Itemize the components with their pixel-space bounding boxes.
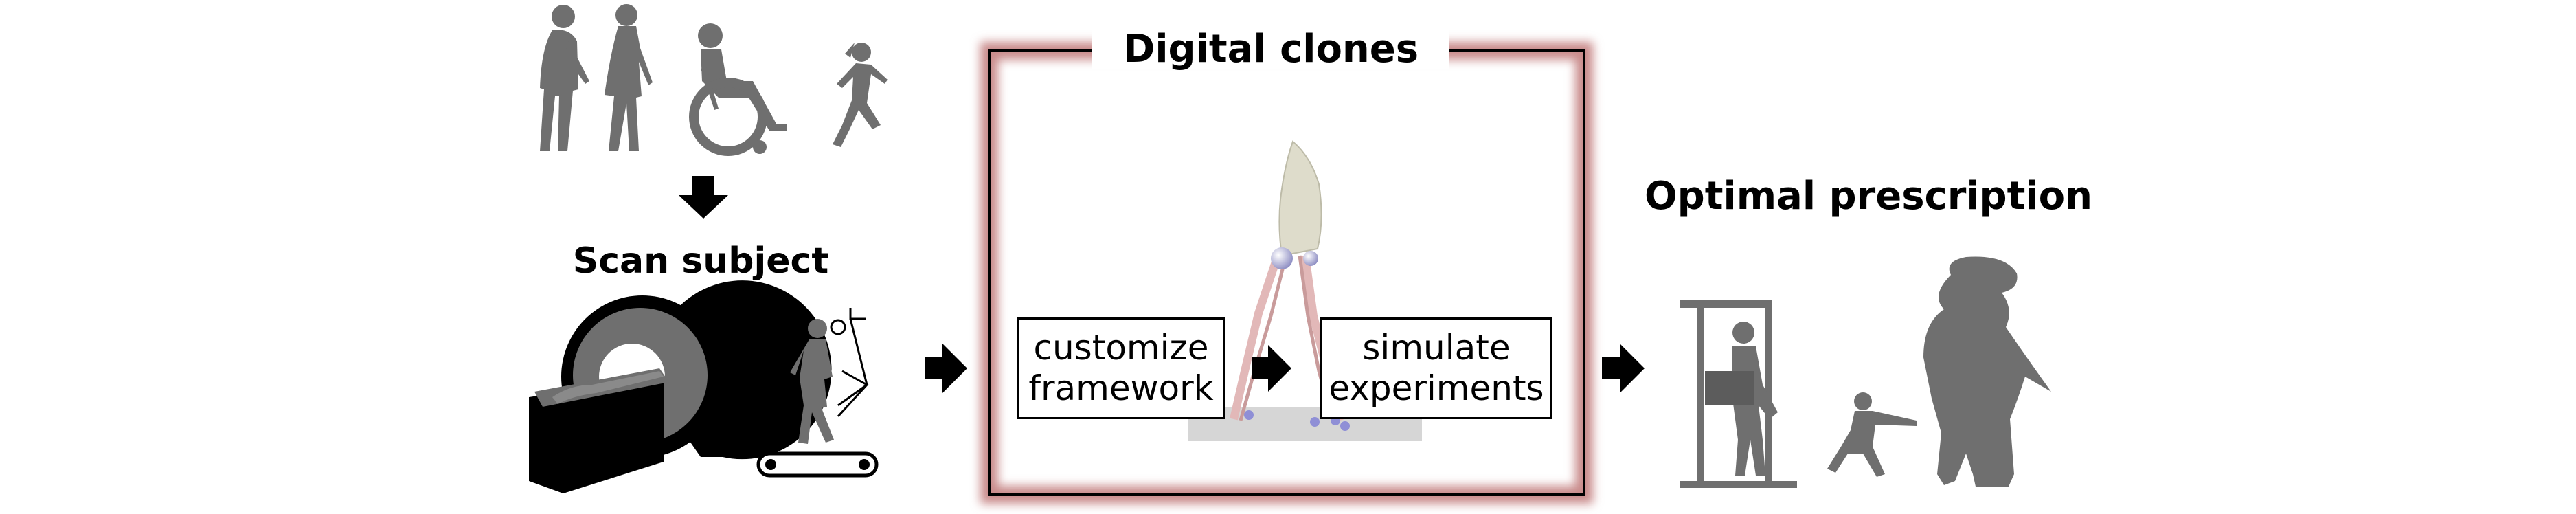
customize-line-2: framework — [1028, 368, 1214, 408]
inner-arrow-icon — [1252, 345, 1291, 392]
mri-scanner-icon — [529, 280, 832, 493]
digital-clones-heading: Digital clones — [1092, 30, 1449, 69]
simulate-line-2: experiments — [1329, 368, 1544, 408]
right-arrow-icon-2 — [1602, 344, 1645, 393]
right-arrow-icon-1 — [925, 344, 967, 393]
squatting-girl-icon — [1827, 392, 1917, 477]
motion-capture-icon — [752, 308, 879, 478]
leg-press-machine-icon — [1680, 300, 1797, 488]
simulate-line-1: simulate — [1362, 328, 1511, 368]
customize-framework-box: customize framework — [1017, 317, 1225, 419]
optimal-prescription-heading: Optimal prescription — [1645, 174, 2092, 219]
customize-line-1: customize — [1033, 328, 1209, 368]
population-group — [540, 4, 888, 156]
running-girl-icon — [833, 43, 888, 147]
muscular-figure-icon — [1923, 256, 2051, 487]
prescription-group — [1680, 256, 2051, 488]
down-arrow-icon — [679, 176, 728, 219]
elderly-person-icon — [540, 5, 589, 152]
wheelchair-user-icon — [689, 23, 787, 156]
elderly-woman-icon — [605, 4, 653, 151]
camera-icon — [752, 324, 769, 339]
simulate-experiments-box: simulate experiments — [1320, 317, 1552, 419]
scan-subject-heading: Scan subject — [572, 241, 829, 282]
